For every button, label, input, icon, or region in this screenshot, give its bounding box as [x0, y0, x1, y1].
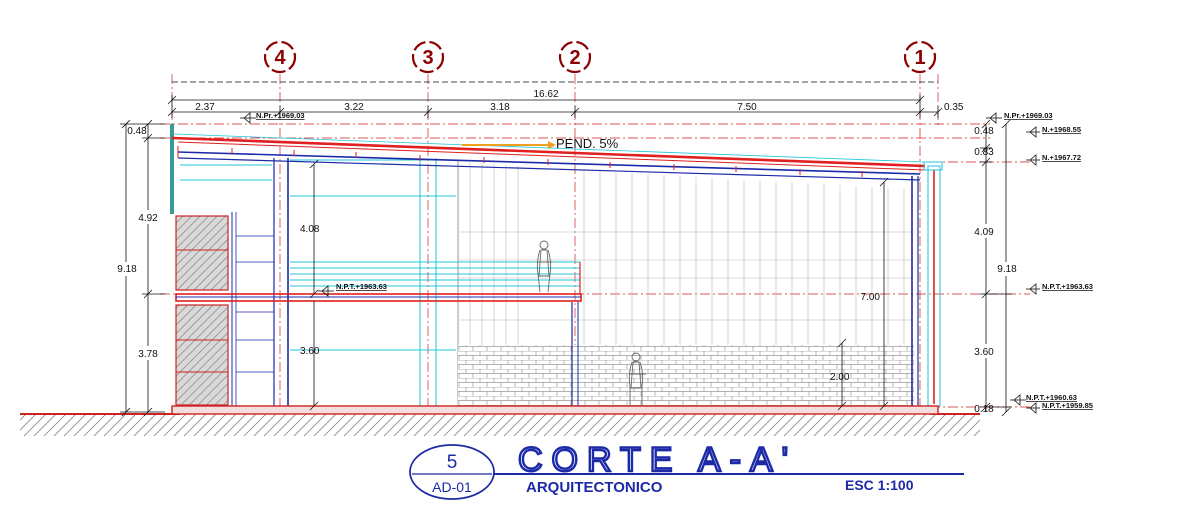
left-wall-lower [175, 304, 229, 406]
dim-right-lower: 3.60 [974, 347, 994, 358]
left-fascia [170, 124, 174, 214]
axis-bubble-2: 2 [558, 40, 592, 74]
dim-left-total: 9.18 [117, 264, 137, 275]
dim-left-lower: 3.78 [138, 349, 158, 360]
axis-label-2: 2 [569, 47, 580, 69]
slope-arrow-head [548, 141, 556, 149]
dim-right-top: 0.48 [974, 126, 994, 137]
title-number: 5 [447, 452, 458, 473]
title-bubble [409, 444, 495, 500]
interior-dims [309, 159, 889, 411]
dim-right-total: 9.18 [997, 264, 1017, 275]
mezzanine-slab [175, 262, 582, 302]
dim-wall-height: 2.00 [830, 372, 850, 383]
roof [171, 136, 926, 177]
level-floor-2: N.P.T.+1959.85 [1042, 401, 1093, 410]
level-top-left: N.Pr.+1969.03 [256, 111, 305, 120]
level-roof-2: N.+1967.72 [1042, 153, 1081, 162]
ground-hatch [20, 414, 980, 436]
dim-right-upper: 4.09 [974, 227, 994, 238]
left-wall-courses [176, 249, 228, 373]
dim-right-second: 0.83 [974, 147, 994, 158]
dim-seg-2: 3.22 [344, 102, 364, 113]
right-gutter [923, 161, 943, 407]
curtain-wall [457, 160, 912, 407]
axis-bubble-3: 3 [411, 40, 445, 74]
dim-lower-height: 3.60 [300, 346, 320, 357]
steel-frame [177, 151, 921, 407]
axis-bubbles: 4 3 2 1 [263, 40, 937, 74]
slope-label: PEND. 5% [556, 136, 619, 151]
dim-left-upper: 4.92 [138, 213, 158, 224]
level-mezz-left: N.P.T.+1963.63 [336, 282, 387, 291]
dim-seg-3: 3.18 [490, 102, 510, 113]
dim-right-offset: 0.35 [944, 102, 964, 113]
level-mezz-right: N.P.T.+1963.63 [1042, 282, 1093, 291]
axis-bubble-1: 1 [903, 40, 937, 74]
level-markers [240, 112, 1040, 414]
dim-upper-height: 4.08 [300, 224, 320, 235]
level-roof-1: N.+1968.55 [1042, 125, 1081, 134]
axis-label-4: 4 [274, 47, 286, 69]
dim-right-bottom: 0.18 [974, 404, 994, 415]
title-subtitle: ARQUITECTONICO [526, 479, 663, 496]
person-figure-ground [628, 352, 646, 406]
level-top-right: N.Pr.+1969.03 [1004, 111, 1053, 120]
title-sheet: AD-01 [432, 479, 472, 495]
dim-seg-1: 2.37 [195, 102, 215, 113]
title-scale: ESC 1:100 [845, 477, 914, 493]
axis-label-1: 1 [914, 47, 925, 69]
dim-seg-4: 7.50 [737, 102, 757, 113]
dim-clear-height: 7.00 [861, 292, 881, 303]
axis-bubble-4: 4 [263, 40, 297, 74]
left-wall-upper [175, 215, 229, 291]
title-text: CORTE A-A' [518, 441, 797, 479]
dim-overall: 16.62 [533, 89, 558, 100]
level-floor-1: N.P.T.+1960.63 [1026, 393, 1077, 402]
axis-label-3: 3 [422, 47, 433, 69]
brick-wall [458, 345, 914, 407]
top-dimension-chain [167, 81, 943, 118]
title-block: 5 AD-01 CORTE A-A' ARQUITECTONICO ESC 1:… [409, 440, 964, 500]
floor-slab [171, 405, 939, 415]
person-figure-mezzanine [536, 240, 552, 293]
dim-left-top: 0.48 [127, 126, 147, 137]
